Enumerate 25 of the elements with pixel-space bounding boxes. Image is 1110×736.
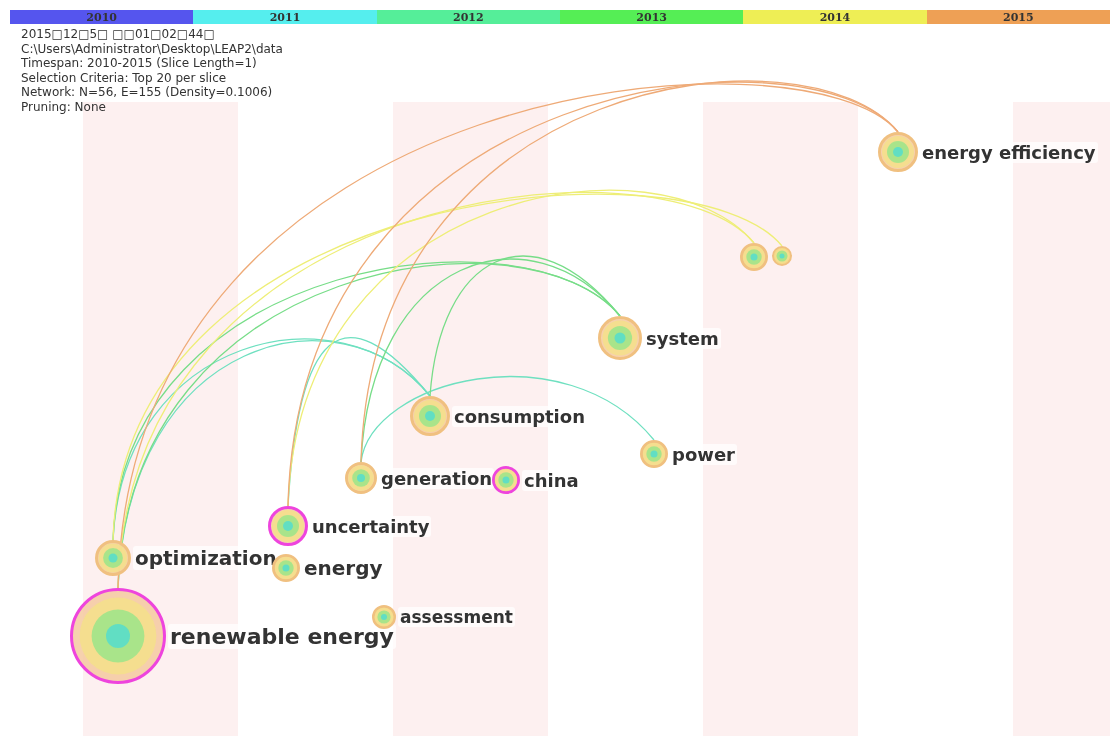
year-label: 2014 xyxy=(819,10,851,24)
keyword-label: consumption xyxy=(452,405,587,427)
info-text: Pruning: None xyxy=(21,99,106,114)
keyword-label: china xyxy=(522,469,581,491)
link-arc xyxy=(112,194,783,541)
info-text: 2015□12□5□ □□01□02□44□ xyxy=(21,27,215,42)
info-text: Selection Criteria: Top 20 per slice xyxy=(21,70,227,85)
keyword-label: assessment xyxy=(398,607,515,627)
keyword-label: generation xyxy=(379,467,495,489)
year-label: 2012 xyxy=(453,10,484,24)
keyword-label: energy efficiency xyxy=(920,141,1098,163)
keyword-label: optimization xyxy=(133,546,279,570)
year-label: 2015 xyxy=(1003,10,1034,24)
link-arc xyxy=(429,256,621,397)
info-text: Network: N=56, E=155 (Density=0.1006) xyxy=(21,85,273,100)
keyword-label: uncertainty xyxy=(310,515,432,537)
year-label: 2013 xyxy=(636,10,667,24)
link-arc xyxy=(287,82,899,507)
keyword-label: system xyxy=(644,327,721,349)
keyword-label: renewable energy xyxy=(168,623,396,649)
info-text: Timespan: 2010-2015 (Slice Length=1) xyxy=(21,56,257,71)
info-text: C:\Users\Administrator\Desktop\LEAP2\data xyxy=(21,41,283,56)
keyword-label: power xyxy=(670,443,737,465)
year-label: 2010 xyxy=(86,10,117,24)
year-label: 2011 xyxy=(269,10,301,24)
